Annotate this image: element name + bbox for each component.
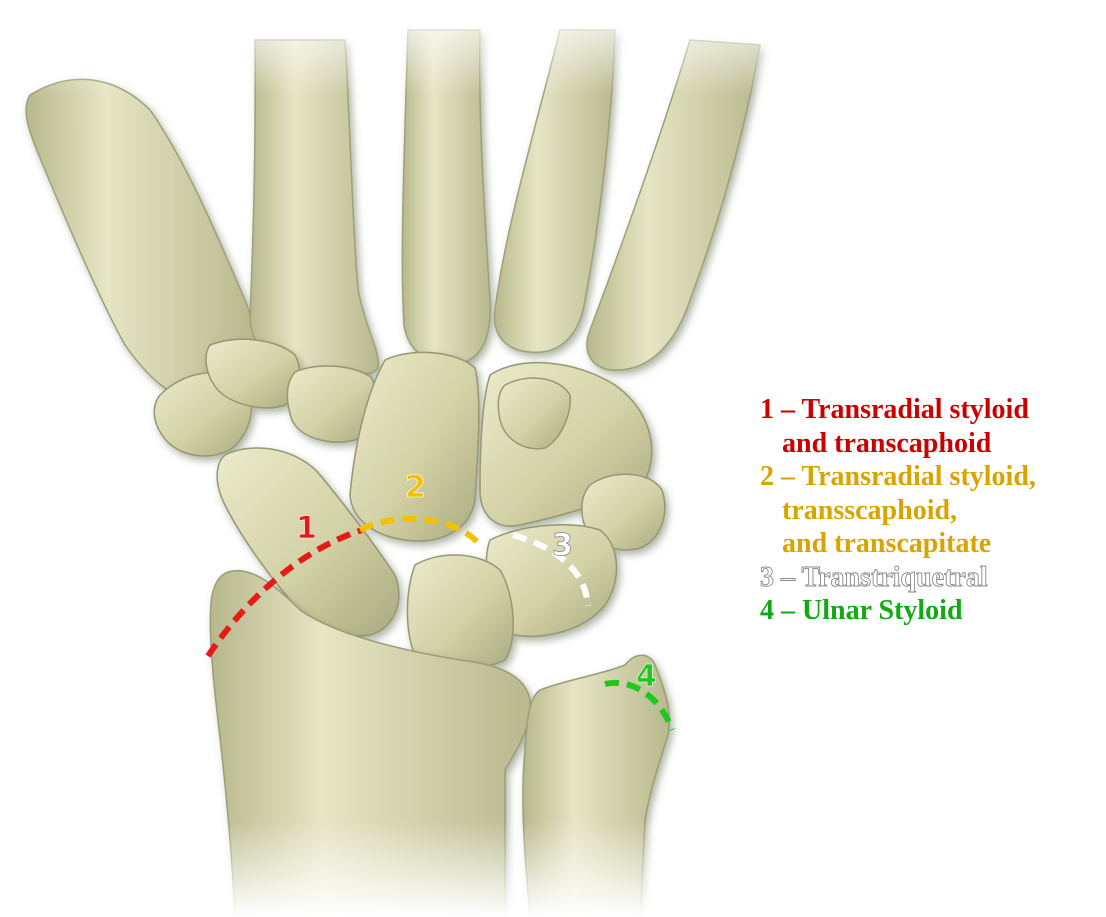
marker-3: 3 — [552, 528, 573, 563]
fracture-legend: 1 – Transradial styloid and transcaphoid… — [760, 393, 1104, 628]
legend-item-1-line-1: 1 – Transradial styloid — [760, 393, 1104, 427]
legend-item-2-line-3: and transcapitate — [760, 527, 1104, 561]
legend-item-2-line-2: transscaphoid, — [760, 494, 1104, 528]
legend-item-3: 3 – Transtriquetral — [760, 561, 1104, 595]
marker-4: 4 — [636, 659, 657, 694]
legend-item-2-line-1: 2 – Transradial styloid, — [760, 460, 1104, 494]
legend-item-4: 4 – Ulnar Styloid — [760, 594, 1104, 628]
lunate — [407, 555, 513, 669]
marker-2: 2 — [405, 470, 426, 505]
marker-1: 1 — [296, 511, 317, 546]
legend-item-1-line-2: and transcaphoid — [760, 427, 1104, 461]
bottom-fade — [180, 820, 700, 917]
top-fade — [0, 0, 780, 95]
